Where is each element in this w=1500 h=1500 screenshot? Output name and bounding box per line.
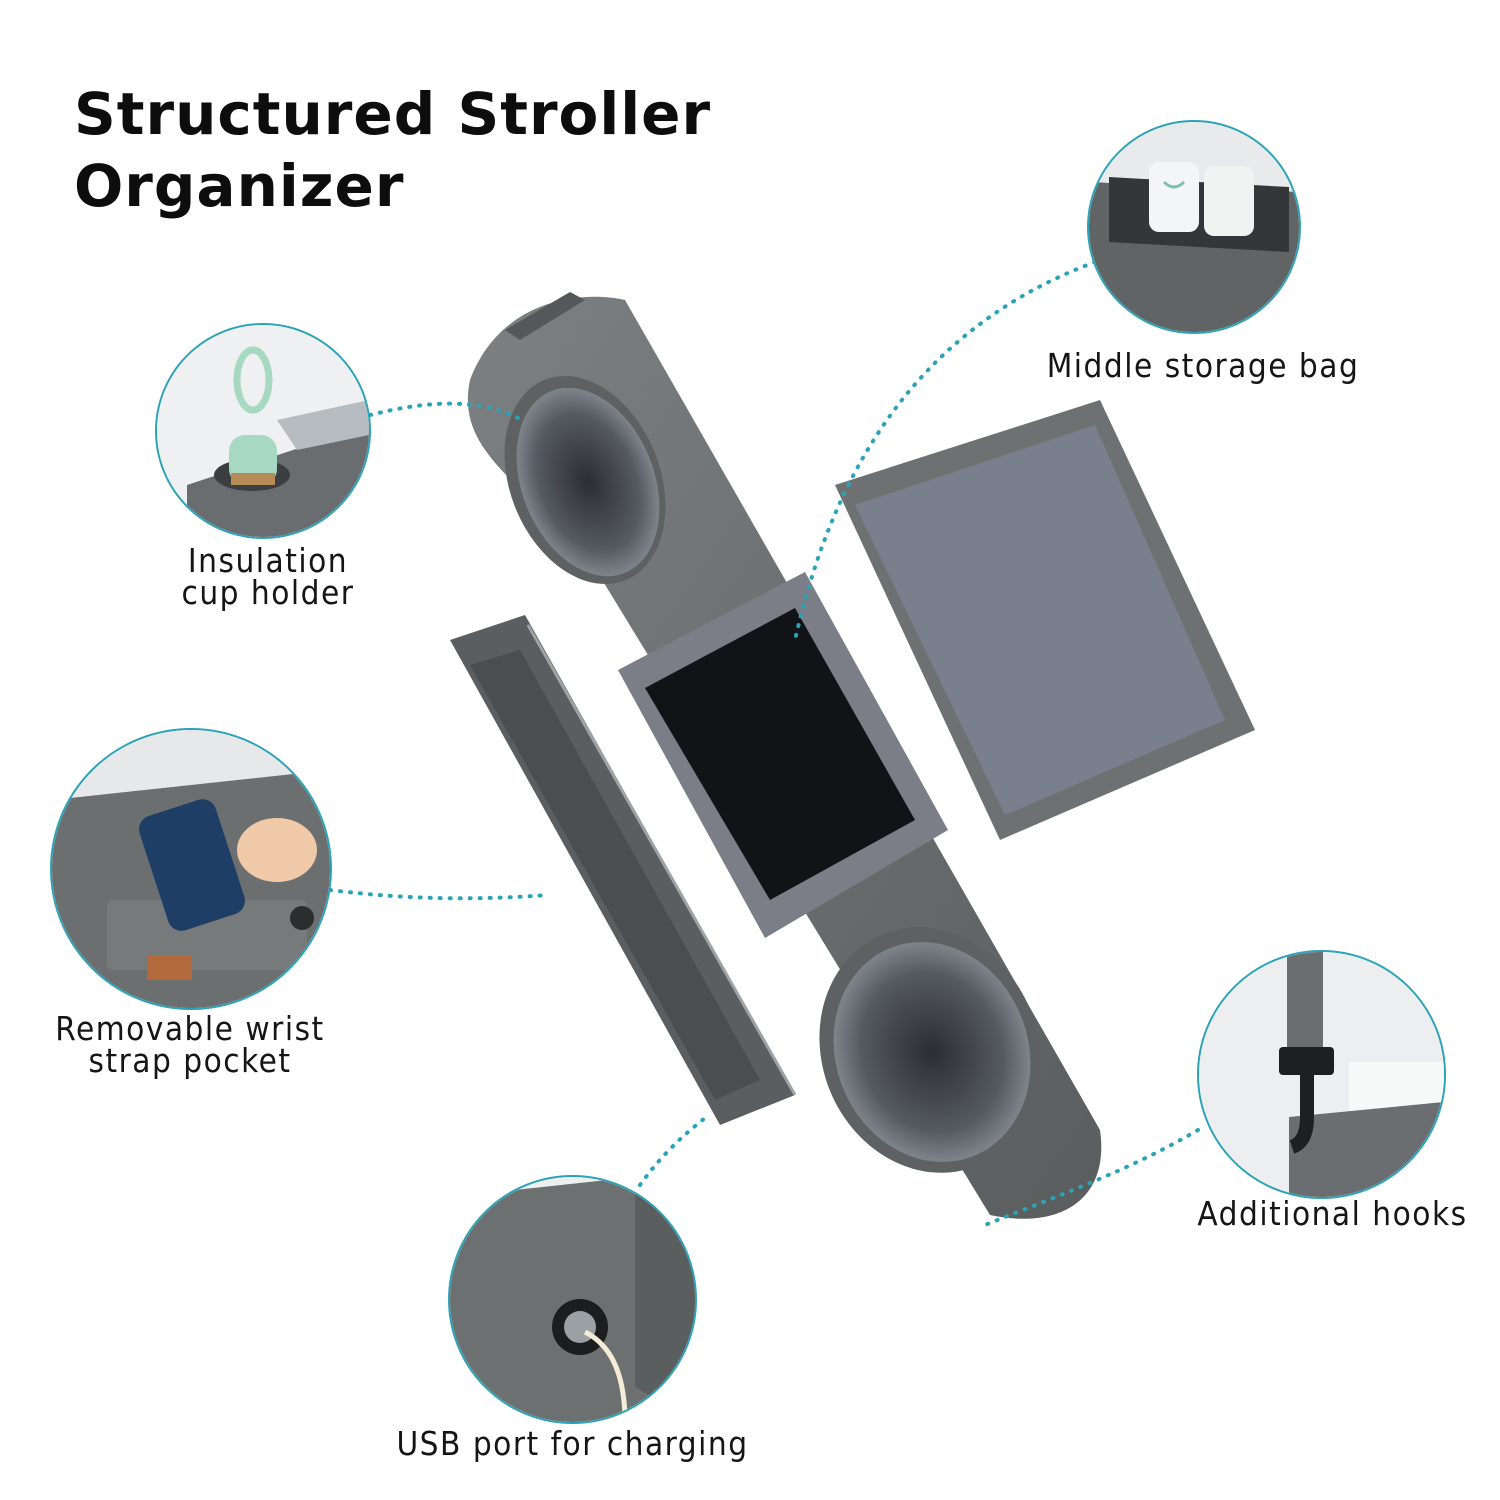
title-line-2: Organizer bbox=[74, 152, 405, 220]
middle-bag-detail-image bbox=[1087, 120, 1301, 334]
lid-flap bbox=[835, 400, 1255, 840]
wrist-pocket-detail-image bbox=[50, 728, 332, 1010]
title-line-1: Structured Stroller bbox=[74, 80, 712, 148]
hooks-detail-image bbox=[1197, 950, 1446, 1199]
middle-bag-label: Middle storage bag bbox=[1046, 346, 1360, 385]
front-pocket bbox=[450, 615, 797, 1125]
cup-holder-detail-image bbox=[155, 323, 371, 539]
wrist-pocket-label: Removable wrist strap pocket bbox=[55, 1009, 325, 1080]
organizer-body bbox=[467, 292, 1102, 1219]
page-title: Structured Stroller Organizer bbox=[74, 78, 711, 222]
usb-detail-image bbox=[448, 1175, 697, 1424]
callout-lines bbox=[328, 260, 1200, 1227]
cup-holder-label: Insulation cup holder bbox=[181, 541, 355, 612]
usb-label: USB port for charging bbox=[396, 1424, 749, 1463]
hooks-label: Additional hooks bbox=[1197, 1194, 1468, 1233]
